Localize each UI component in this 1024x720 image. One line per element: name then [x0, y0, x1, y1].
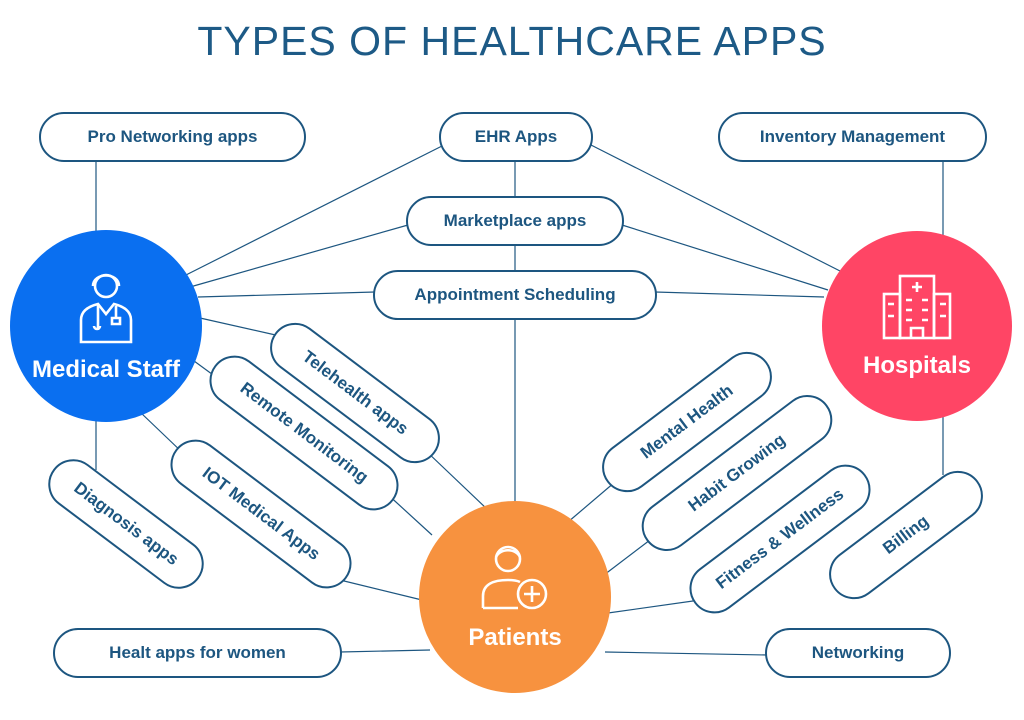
hub-patients: Patients	[419, 501, 611, 693]
connector	[604, 651, 768, 656]
hub-label: Patients	[468, 624, 562, 651]
connector	[339, 649, 431, 653]
patient-plus-icon	[481, 545, 548, 610]
connector	[621, 224, 829, 291]
app-health-for-women: Healt apps for women	[53, 628, 342, 678]
connector	[599, 539, 651, 579]
connector	[179, 145, 443, 279]
connector	[567, 481, 616, 523]
app-networking: Networking	[765, 628, 951, 678]
diagram-title: TYPES OF HEALTHCARE APPS	[197, 18, 827, 64]
app-pro-networking: Pro Networking apps	[39, 112, 306, 162]
connector	[339, 579, 423, 601]
app-ehr: EHR Apps	[439, 112, 593, 162]
app-marketplace: Marketplace apps	[406, 196, 624, 246]
connector	[197, 291, 376, 298]
doctor-icon	[79, 273, 133, 344]
connector	[199, 317, 281, 337]
app-appointment-scheduling: Appointment Scheduling	[373, 270, 657, 320]
connector	[654, 291, 825, 298]
app-inventory-management: Inventory Management	[718, 112, 987, 162]
hub-label: Medical Staff	[31, 356, 181, 383]
hospital-building-icon	[882, 274, 952, 340]
connector	[607, 599, 701, 614]
hub-hospitals: Hospitals	[822, 231, 1012, 421]
hub-label: Hospitals	[862, 352, 972, 379]
connector	[189, 224, 409, 288]
hub-medical-staff: Medical Staff	[10, 230, 202, 422]
connector	[424, 449, 489, 511]
connector	[590, 144, 843, 273]
